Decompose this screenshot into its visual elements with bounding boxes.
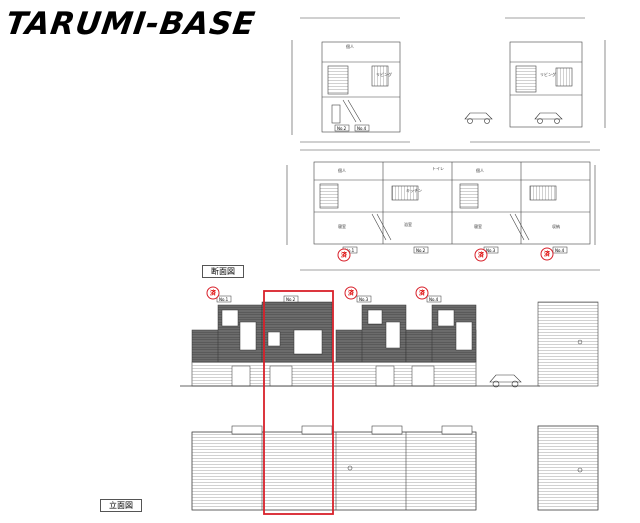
car-icon: [464, 112, 563, 124]
highlight-box-no2: [263, 290, 334, 515]
sold-stamp: 済: [419, 289, 426, 297]
unit-tag: No.2: [286, 297, 296, 302]
elevation-sheet-label: 立面図: [100, 499, 142, 512]
unit-tag: No.4: [555, 248, 565, 253]
unit-tag: No.4: [429, 297, 439, 302]
elevation-unit-tags: No.1 No.2 No.3 No.4: [216, 295, 442, 303]
elevation-sold-stamps: 済 済 済: [206, 286, 429, 300]
room-label: 個人: [476, 167, 484, 173]
elevation-rear: [191, 425, 599, 511]
room-label: 収納: [552, 223, 560, 229]
section-drawing-main: [286, 149, 600, 271]
room-label: リビング: [376, 71, 392, 77]
unit-tag: No.1: [219, 297, 229, 302]
unit-tag: No.4: [357, 126, 367, 131]
room-label: 寝室: [338, 223, 346, 229]
sold-stamp: 済: [210, 289, 217, 297]
sold-stamp: 済: [348, 289, 355, 297]
section-drawing-small-right: [470, 17, 606, 143]
room-label: 個人: [346, 43, 354, 49]
room-label: リビング: [540, 71, 556, 77]
room-label: トイレ: [432, 166, 444, 171]
small-unit-tags-left: No.2 No.4 個人 リビング: [334, 43, 392, 132]
section-room-labels: 個人 キッチン トイレ 寝室 浴室 個人 寝室 収納: [338, 166, 560, 229]
section-drawing-small-left: [291, 17, 410, 143]
unit-tag: No.2: [416, 248, 426, 253]
room-label: 寝室: [474, 223, 482, 229]
sold-stamp: 済: [544, 250, 551, 258]
elevation-front: [180, 301, 540, 387]
section-unit-tags: No.1 No.2 No.3 No.4: [342, 246, 568, 254]
car-icon: [489, 374, 522, 388]
unit-tag: No.3: [359, 297, 369, 302]
elevation-side-upper: [537, 301, 599, 387]
sold-stamp: 済: [341, 251, 348, 259]
room-label: 浴室: [404, 221, 412, 227]
unit-tag: No.2: [337, 126, 347, 131]
section-sold-stamps: 済 済 済: [337, 247, 554, 262]
section-sheet-label: 断面図: [202, 265, 244, 278]
room-label: キッチン: [406, 188, 422, 193]
room-label: 個人: [338, 167, 346, 173]
unit-tag: No.1: [345, 248, 355, 253]
unit-tag: No.3: [486, 248, 496, 253]
sold-stamp: 済: [478, 251, 485, 259]
